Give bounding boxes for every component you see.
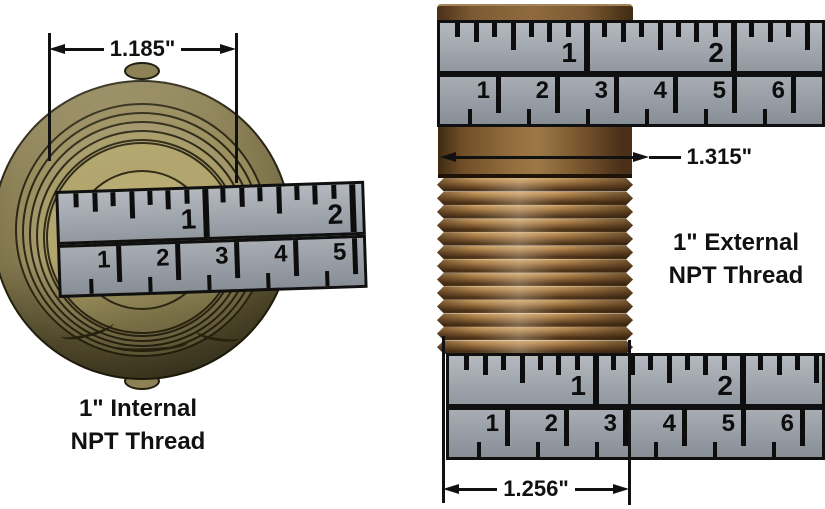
internal-thread-caption: 1" Internal NPT Thread (18, 392, 258, 458)
arrowhead-right-icon (632, 152, 649, 162)
dimension-line (181, 47, 221, 51)
arrowhead-left-icon (440, 152, 456, 162)
cm-number: 2 (535, 77, 549, 104)
cm-number: 6 (771, 77, 785, 104)
arrowhead-left-icon (49, 44, 65, 54)
cm-number: 1 (476, 77, 490, 104)
cm-number: 5 (721, 410, 735, 437)
cm-number: 6 (780, 410, 794, 437)
inch-number: 1 (561, 37, 577, 68)
dimension-extension-line (628, 340, 631, 505)
dimension-line (65, 47, 104, 51)
thread-ridge (437, 259, 633, 273)
caption-line-2: NPT Thread (70, 428, 206, 455)
caption-line-2: NPT Thread (668, 262, 804, 289)
cm-number: 4 (662, 410, 676, 437)
dimension-value: 1.315" (686, 144, 752, 169)
thread-ridge (437, 218, 633, 233)
arrowhead-right-icon (613, 484, 630, 494)
dimension-extension-line (442, 336, 445, 503)
pipe-smooth-shank (438, 126, 632, 178)
thread-ridge (437, 178, 633, 192)
ruler-cm-scale: 1 2 3 4 5 6 (446, 407, 825, 460)
external-thread-caption: 1" External NPT Thread (630, 226, 825, 292)
thread-ridge (437, 286, 633, 300)
thread-ridge (437, 340, 633, 354)
dimension-line (574, 487, 614, 491)
inch-number: 2 (708, 37, 724, 68)
cm-number: 2 (544, 410, 558, 437)
dimension-line (459, 487, 498, 491)
ruler-cm-scale: 1 2 3 4 5 (57, 234, 368, 298)
thread-ridge (437, 313, 633, 327)
thread-ridge (437, 191, 633, 206)
arrowhead-left-icon (443, 484, 459, 494)
inch-number: 2 (717, 370, 733, 401)
external-thread-ridges (437, 178, 633, 354)
dimension-external-od: 1.315" (440, 146, 758, 168)
thread-ridge (437, 272, 633, 287)
cm-number: 3 (214, 242, 229, 270)
cm-number: 5 (332, 238, 347, 266)
thread-ridge (437, 205, 633, 219)
fitting-rim-tab-top (124, 62, 160, 80)
dimension-line (456, 155, 633, 159)
leader-line (648, 155, 681, 159)
arrowhead-right-icon (220, 44, 237, 54)
dimension-thread-end: 1.256" (443, 476, 630, 501)
cm-number: 2 (155, 244, 170, 272)
dimension-value: 1.256" (503, 476, 569, 501)
cm-number: 3 (603, 410, 617, 437)
cm-number: 1 (485, 410, 499, 437)
dimension-value: 1.185" (109, 36, 176, 61)
cm-number: 4 (273, 240, 288, 268)
ruler-cm-scale: 1 2 3 4 5 6 (437, 74, 825, 127)
thread-ridge (437, 299, 633, 314)
thread-ridge (437, 326, 633, 341)
cm-number: 1 (96, 246, 111, 274)
pipe-top-end (437, 4, 633, 22)
inch-number: 1 (570, 370, 586, 401)
caption-line-1: 1" Internal (78, 395, 198, 422)
thread-ridge (437, 245, 633, 260)
cm-number: 5 (712, 77, 726, 104)
thread-ridge (437, 232, 633, 246)
cm-number: 3 (594, 77, 608, 104)
caption-line-1: 1" External (672, 229, 800, 256)
dimension-extension-line (48, 33, 51, 161)
dimension-extension-line (235, 33, 238, 183)
cm-number: 4 (653, 77, 667, 104)
inch-number: 2 (327, 198, 344, 231)
inch-number: 1 (180, 203, 197, 235)
dimension-internal-od: 1.185" (49, 36, 237, 61)
